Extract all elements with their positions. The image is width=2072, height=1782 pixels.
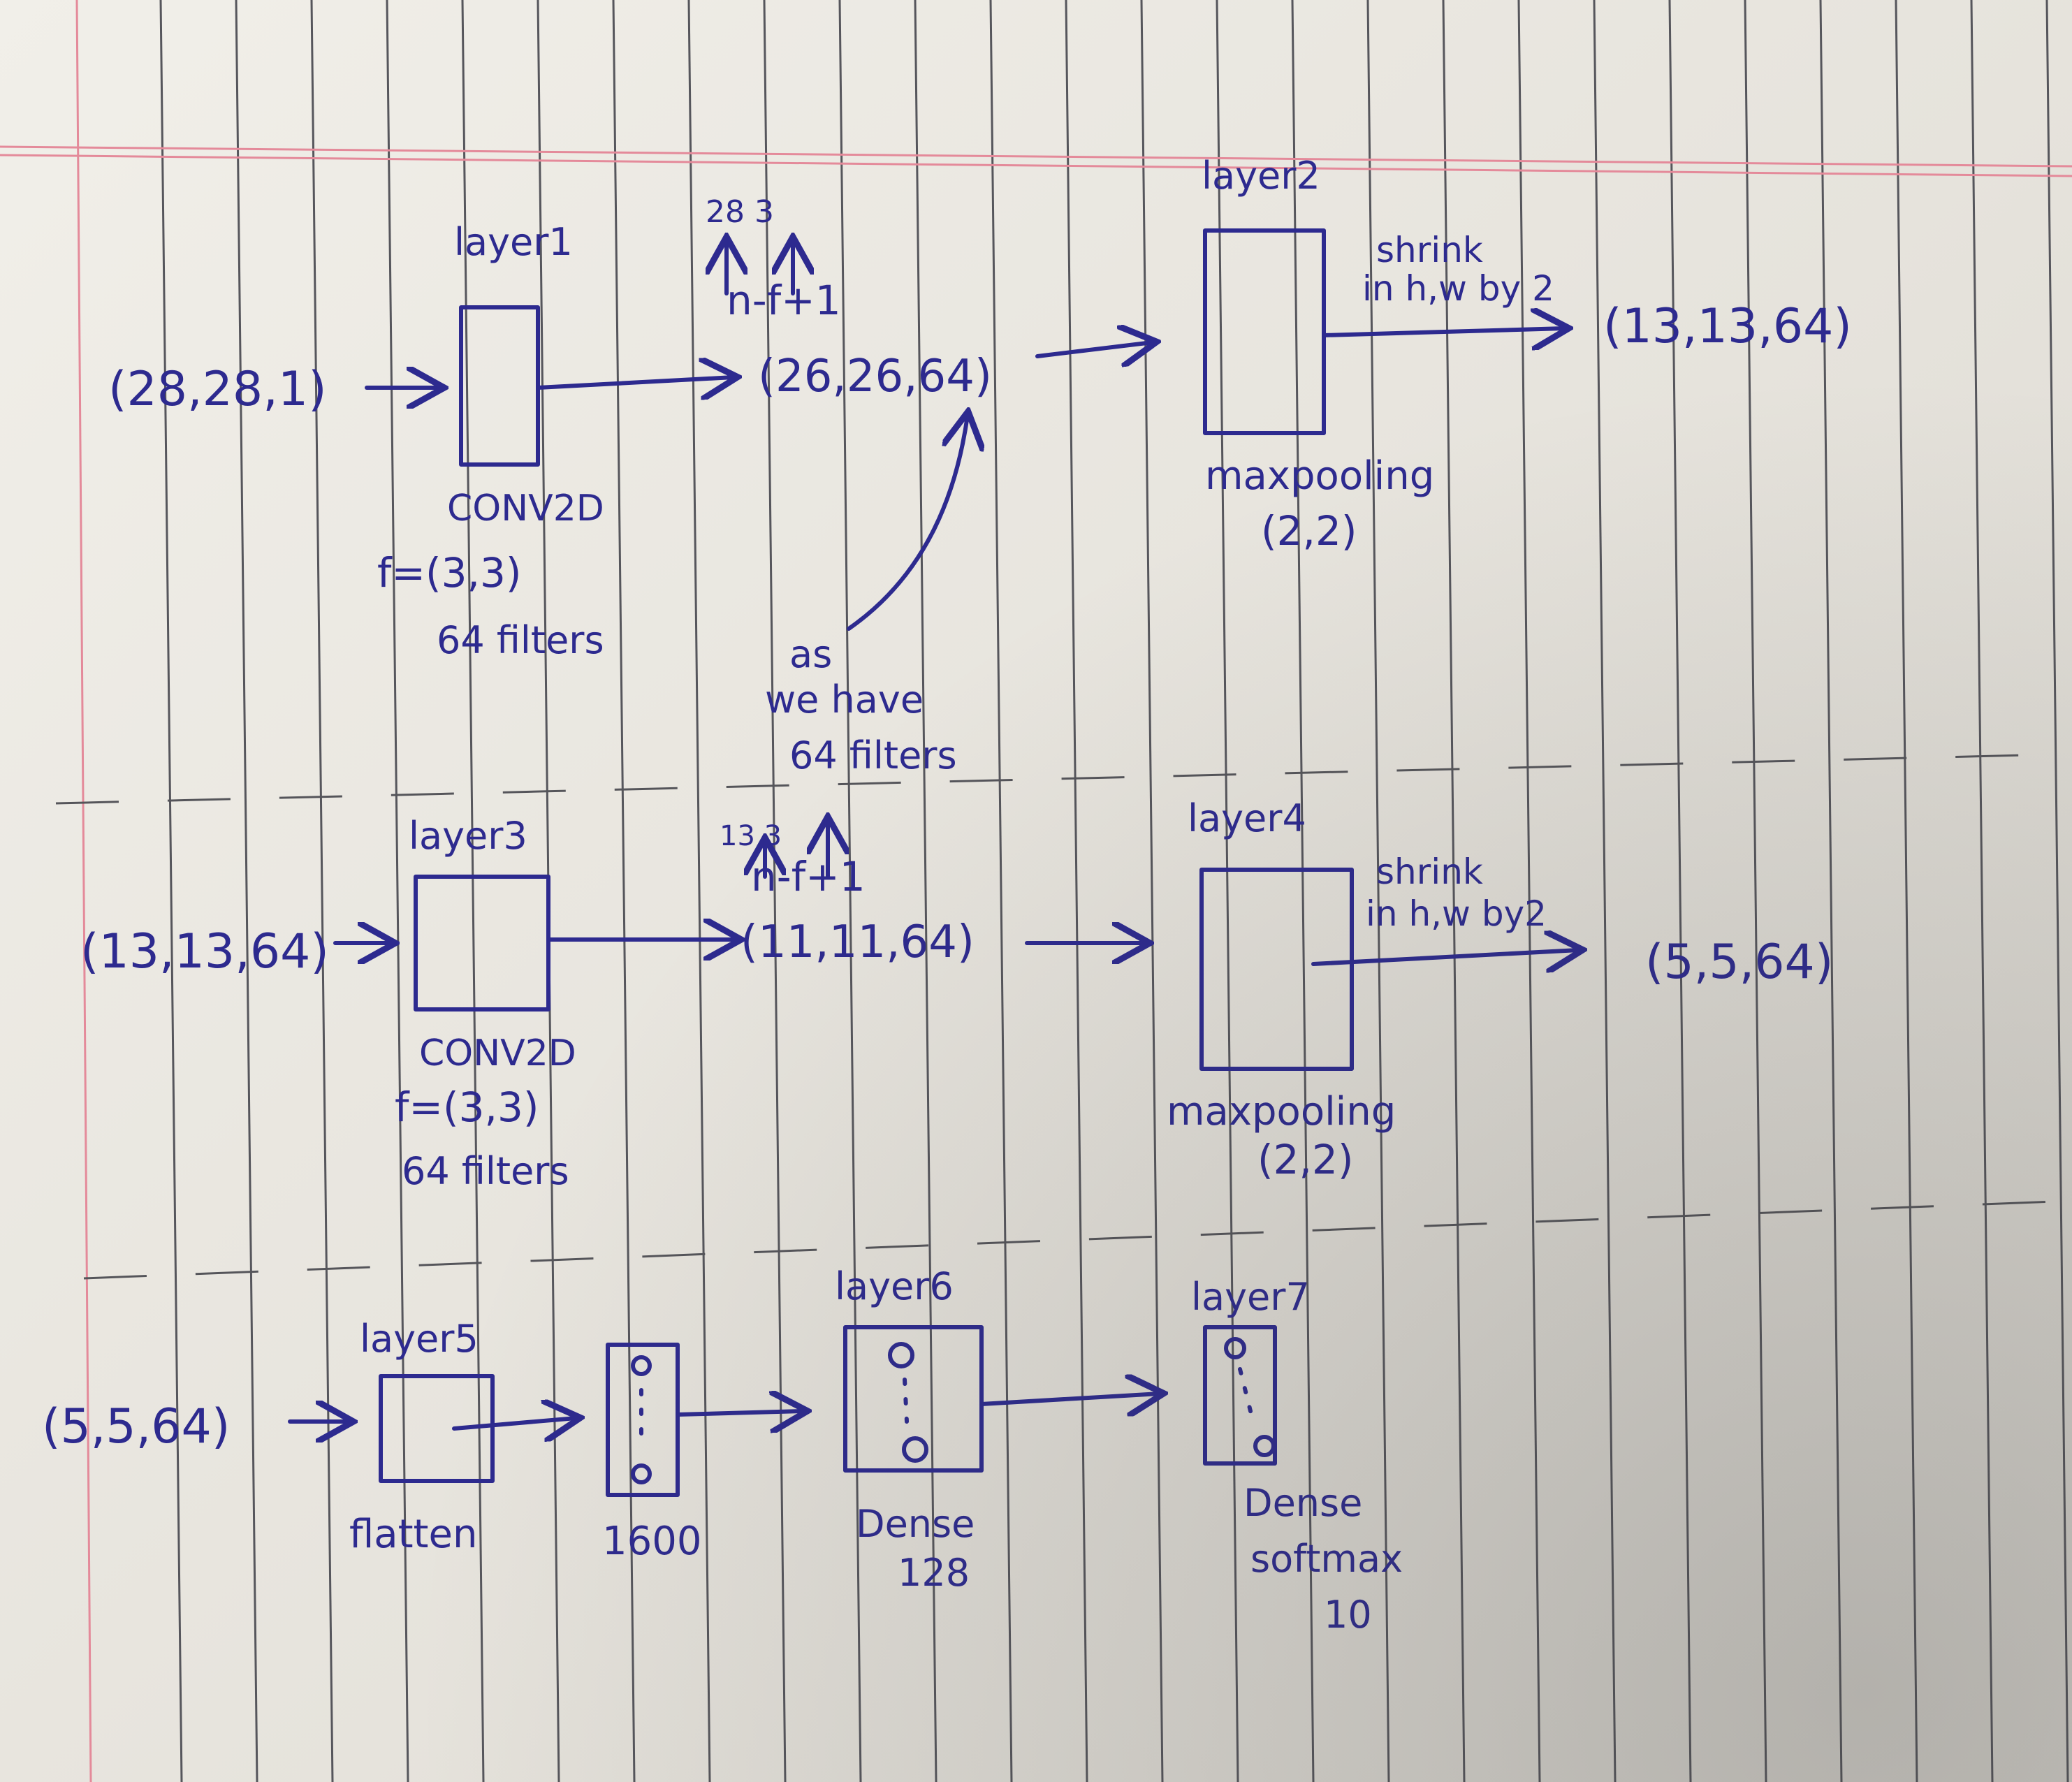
note-line-1: as	[789, 632, 832, 676]
dense-ellipsis	[903, 1378, 909, 1424]
conv1-filter-size: f=(3,3)	[377, 549, 522, 597]
paper-rule-line	[2045, 0, 2069, 1782]
paper-rule-line	[989, 0, 1013, 1782]
row1-arrow-pool	[1035, 342, 1153, 356]
dense7-units: 10	[1324, 1593, 1372, 1637]
conv3-filter-count: 64 filters	[402, 1149, 569, 1193]
row3-arrow-flatten	[452, 1418, 576, 1429]
paper-rule-line	[1668, 0, 1692, 1782]
paper-rule-line	[763, 0, 787, 1782]
conv3-title: CONV2D	[419, 1032, 576, 1074]
output-ellipsis	[1238, 1367, 1256, 1427]
output-node-top	[1224, 1337, 1246, 1359]
output-node-bottom	[1253, 1435, 1276, 1457]
row1-shrink-1: shrink	[1376, 230, 1483, 270]
row1-arrow-shrink	[1322, 328, 1565, 335]
row2-output: (11,11,64)	[740, 916, 975, 968]
row1-input: (28,28,1)	[108, 362, 327, 417]
paper-rules	[159, 0, 2069, 1782]
row2-formula: n-f+1	[751, 853, 866, 900]
note-line-3: 64 filters	[789, 733, 957, 777]
layer4-label: layer4	[1188, 796, 1306, 840]
conv3-filter-size: f=(3,3)	[395, 1083, 539, 1131]
row3-arrow-dense	[676, 1411, 803, 1415]
flatten-layer5-box	[379, 1374, 495, 1483]
row2-result: (5,5,64)	[1645, 935, 1833, 990]
flatten-vector-box	[606, 1343, 680, 1497]
dense7-title: Dense	[1243, 1481, 1362, 1525]
paper-rule-line	[310, 0, 334, 1782]
row2-shrink-2: in h,w by2	[1366, 893, 1547, 934]
dense-layer6-box	[843, 1325, 984, 1473]
layer1-label: layer1	[454, 220, 573, 264]
paper-rule-line	[461, 0, 485, 1782]
paper-rule-line	[687, 0, 711, 1782]
conv2d-layer1-box	[459, 305, 540, 467]
conv2d-layer3-box	[414, 875, 550, 1011]
paper-rule-line	[1140, 0, 1164, 1782]
paper-rule-line	[1593, 0, 1617, 1782]
pool1-title: maxpooling	[1205, 453, 1434, 499]
note-line-2: we have	[765, 678, 924, 722]
flatten-size: 1600	[602, 1519, 702, 1564]
row1-formula: n-f+1	[727, 277, 841, 324]
layer3-label: layer3	[409, 814, 527, 858]
note-arrow	[847, 416, 968, 631]
conv1-title: CONV2D	[447, 488, 604, 530]
row2-arrow-shrink	[1311, 950, 1579, 964]
pool1-size: (2,2)	[1261, 507, 1357, 555]
row2-input: (13,13,64)	[80, 924, 329, 979]
layer5-label: layer5	[360, 1317, 479, 1361]
dense6-units: 128	[898, 1551, 970, 1595]
paper-rule-line	[838, 0, 862, 1782]
paper-rule-line	[235, 0, 258, 1782]
row1-formula-top: 28 3	[706, 194, 774, 230]
conv1-filter-count: 64 filters	[437, 618, 604, 662]
layer2-label: layer2	[1202, 154, 1320, 198]
row2-formula-top: 13 3	[720, 820, 782, 852]
paper-rule-line	[1970, 0, 1994, 1782]
vector-node-bottom	[631, 1463, 652, 1484]
paper-rule-line	[1744, 0, 1767, 1782]
maxpool-layer4-box	[1199, 868, 1354, 1071]
paper-rule-line	[386, 0, 409, 1782]
paper-rule-line	[1819, 0, 1843, 1782]
paper-rule-line	[1895, 0, 1918, 1782]
row3-arrow-out	[979, 1394, 1160, 1404]
row2-shrink-1: shrink	[1376, 852, 1483, 892]
row1-shrink-2: in h,w by 2	[1362, 268, 1554, 309]
dense7-activation: softmax	[1250, 1537, 1403, 1581]
maxpool-layer2-box	[1203, 228, 1326, 435]
vector-node-top	[631, 1355, 652, 1376]
paper-rule-line	[1517, 0, 1541, 1782]
row3-input: (5,5,64)	[42, 1399, 230, 1454]
pool2-title: maxpooling	[1167, 1089, 1396, 1134]
paper-rule-line	[1442, 0, 1466, 1782]
paper-rule-line	[1065, 0, 1088, 1782]
dense-node-top	[888, 1342, 914, 1368]
paper-rule-line	[1216, 0, 1239, 1782]
paper-rule-line	[612, 0, 636, 1782]
paper-rule-line	[1291, 0, 1315, 1782]
row1-arrow-conv	[536, 377, 734, 388]
dense6-title: Dense	[856, 1502, 975, 1546]
dense-node-bottom	[902, 1436, 928, 1463]
pool2-size: (2,2)	[1257, 1136, 1354, 1183]
paper-rule-line	[159, 0, 183, 1782]
layer6-label: layer6	[835, 1264, 954, 1308]
dense-layer7-box	[1203, 1325, 1277, 1466]
flatten-label: flatten	[349, 1512, 477, 1557]
paper-rule-line	[1366, 0, 1390, 1782]
paper-rule-line	[914, 0, 937, 1782]
row1-result: (13,13,64)	[1603, 299, 1852, 354]
layer7-label: layer7	[1191, 1275, 1310, 1319]
row1-output: (26,26,64)	[758, 351, 992, 402]
